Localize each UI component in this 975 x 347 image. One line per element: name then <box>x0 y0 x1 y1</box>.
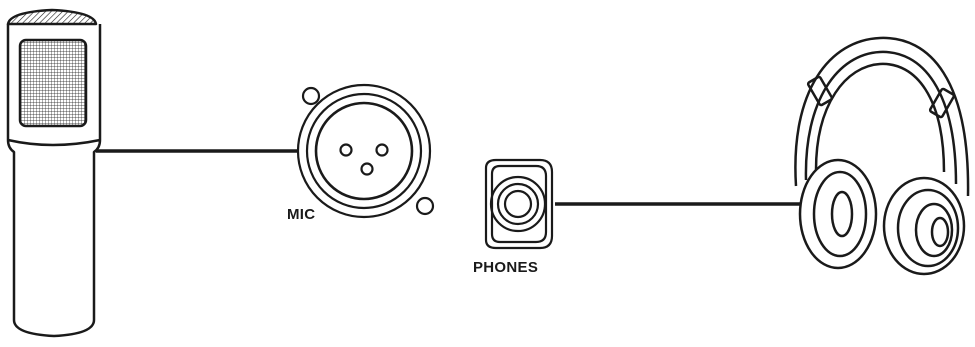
mic-label: MIC <box>287 206 316 223</box>
headphones-icon <box>794 36 970 276</box>
microphone-icon <box>6 8 102 338</box>
xlr-input-jack-icon <box>296 83 435 219</box>
phone-jack-icon <box>484 158 554 250</box>
phones-label: PHONES <box>473 259 539 276</box>
